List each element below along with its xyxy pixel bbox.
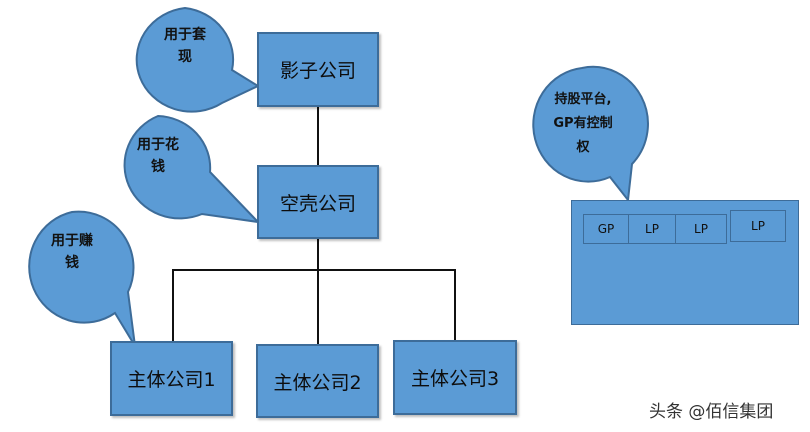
bubble-line: 用于套 [164,27,206,43]
connector-horizontal-bar [172,269,455,271]
gp-label: GP [597,222,615,236]
lp-label: LP [751,219,765,233]
entity-company-2-box: 主体公司2 [256,344,379,418]
bubble-line: 现 [178,49,192,65]
speech-bubble-holding [532,65,649,203]
lp-cell-3: LP [730,210,786,242]
entity-company-1-box: 主体公司1 [110,341,233,416]
watermark: 头条 @佰信集团 [649,402,774,422]
lp-label: LP [694,222,708,236]
bubble-line: 用于花 [137,137,179,153]
lp-cell-2: LP [675,214,727,244]
box-label: 影子公司 [279,60,356,82]
bubble-line: 持股平台, [554,92,612,107]
gp-cell: GP [583,214,629,244]
bubble-line: 钱 [151,159,165,175]
connector-to-entity-1 [172,269,174,342]
bubble-text-earn: 用于赚 钱 [42,230,102,274]
bubble-line: 权 [576,140,590,155]
shell-company-box: 空壳公司 [257,165,379,239]
connector-shadow-to-shell [317,107,319,165]
shadow-company-box: 影子公司 [257,32,379,107]
connector-shell-to-bar [317,239,319,270]
connector-to-entity-2 [317,269,319,345]
bubble-line: 钱 [65,255,79,271]
lp-label: LP [645,222,659,236]
speech-bubble-spend [123,114,261,224]
bubble-line: 用于赚 [51,233,93,249]
bubble-text-holding: 持股平台, GP有控制 权 [537,88,629,160]
connector-to-entity-3 [454,269,456,341]
box-label: 主体公司2 [273,371,362,394]
entity-company-3-box: 主体公司3 [393,340,517,415]
bubble-text-spend: 用于花 钱 [128,134,188,178]
speech-bubble-cash-out [135,6,261,113]
speech-bubble-earn [28,210,136,347]
lp-cell-1: LP [628,214,676,244]
bubble-line: GP有控制 [553,116,613,131]
box-label: 主体公司1 [127,369,216,391]
box-label: 空壳公司 [279,192,356,215]
bubble-text-cash-out: 用于套 现 [155,24,215,68]
box-label: 主体公司3 [410,368,500,390]
